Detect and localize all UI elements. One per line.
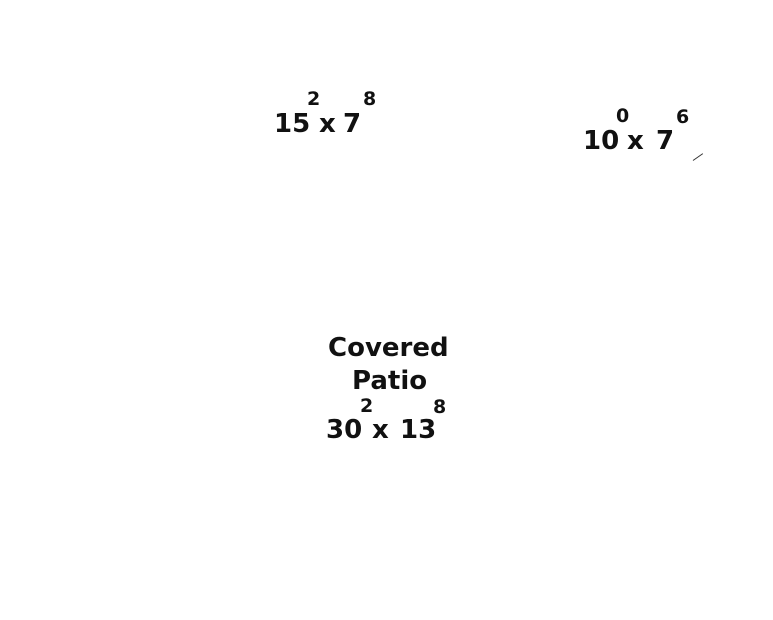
room-2-depth-inches: 6 <box>676 106 690 128</box>
patio-depth-feet: 13 <box>400 415 437 445</box>
room-1-width-inches: 2 <box>307 88 321 110</box>
patio-width-inches: 2 <box>360 395 374 417</box>
patio-name-line-1: Covered <box>328 333 449 363</box>
room-2-width-inches: 0 <box>616 105 630 127</box>
patio-width-feet: 30 <box>326 415 363 445</box>
patio-name-line-2: Patio <box>352 366 428 396</box>
patio-depth-inches: 8 <box>433 396 447 418</box>
plan-line-mark <box>692 153 704 161</box>
room-1-times: x <box>319 109 336 139</box>
room-1-width-feet: 15 <box>274 109 311 139</box>
room-1-depth-feet: 7 <box>343 109 362 139</box>
patio-times: x <box>372 415 389 445</box>
room-2-depth-feet: 7 <box>656 126 675 156</box>
room-1-depth-inches: 8 <box>363 88 377 110</box>
room-2-times: x <box>627 126 644 156</box>
room-2-width-feet: 10 <box>583 126 620 156</box>
